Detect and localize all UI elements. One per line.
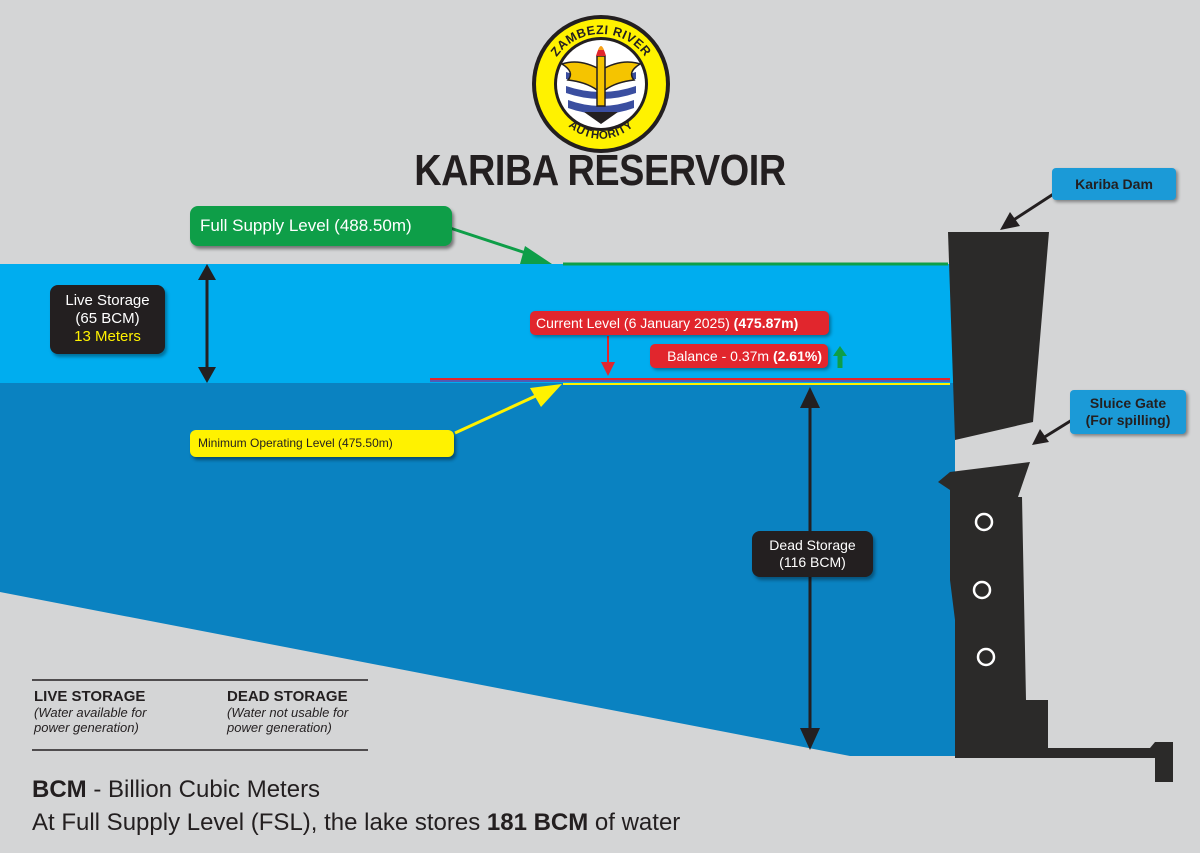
live-storage-depth: 13 Meters: [74, 328, 141, 345]
turbine-intake-2: [972, 580, 992, 600]
page-title: KARIBA RESERVOIR: [414, 146, 786, 195]
footer-capacity-value: 181 BCM: [486, 809, 589, 836]
dam-upper-block: [948, 232, 1049, 440]
full-supply-pointer-head: [520, 246, 552, 264]
eagle-emblem-icon: [560, 46, 642, 124]
footer-capacity-post: of water: [588, 809, 681, 836]
minimum-operating-level-label: Minimum Operating Level (475.50m): [190, 430, 454, 457]
current-level-value: (475.87m): [733, 315, 799, 331]
live-storage-arrow-bottom-head: [198, 367, 216, 383]
footer-capacity-pre: At Full Supply Level (FSL), the lake sto…: [32, 809, 487, 836]
full-supply-level-label: Full Supply Level (488.50m): [190, 206, 452, 246]
minimum-level-pointer-head: [530, 384, 562, 407]
live-storage-volume: (65 BCM): [75, 310, 140, 327]
current-level-pointer-head: [601, 362, 615, 376]
kariba-dam-label: Kariba Dam: [1052, 168, 1176, 200]
current-level-label: Current Level (6 January 2025) (475.87m): [530, 311, 829, 335]
dam-lower-block: [938, 462, 1173, 782]
legend-live-heading: LIVE STORAGE: [34, 688, 146, 705]
live-storage-title: Live Storage: [65, 292, 150, 309]
legend-dead-desc-1: (Water not usable for: [227, 705, 349, 720]
legend-live-desc-2: power generation): [34, 720, 139, 735]
dead-storage-title: Dead Storage: [769, 537, 856, 553]
balance-value: (2.61%): [772, 348, 822, 364]
dam-pointer: [1011, 191, 1056, 223]
footer-capacity-note: At Full Supply Level (FSL), the lake sto…: [32, 809, 680, 837]
legend-dead-heading: DEAD STORAGE: [227, 688, 348, 705]
footer-bcm-abbr: BCM: [32, 776, 87, 803]
sluice-gate-title: Sluice Gate: [1089, 395, 1167, 411]
sluice-pointer-head: [1032, 429, 1049, 445]
footer-bcm-definition: BCM - Billion Cubic Meters: [32, 776, 320, 804]
legend-dead-storage: DEAD STORAGE (Water not usable for power…: [227, 688, 407, 735]
sluice-gate-note: (For spilling): [1085, 412, 1171, 428]
dead-storage-water: [0, 383, 955, 756]
legend-dead-desc-2: power generation): [227, 720, 332, 735]
turbine-intake-1: [974, 512, 994, 532]
footer-bcm-text: - Billion Cubic Meters: [86, 776, 321, 803]
zra-logo: ZAMBEZI RIVER AUTHORITY: [532, 15, 670, 153]
legend-live-storage: LIVE STORAGE (Water available for power …: [34, 688, 214, 735]
dead-storage-arrow-bottom-head: [800, 728, 820, 750]
full-supply-pointer: [449, 226, 536, 258]
balance-label: Balance - 0.37m (2.61%): [650, 344, 828, 368]
legend-live-desc-1: (Water available for: [34, 705, 147, 720]
dead-storage-label: Dead Storage (116 BCM): [752, 531, 873, 577]
live-storage-arrow-top-head: [198, 264, 216, 280]
sluice-pointer: [1042, 418, 1073, 440]
current-level-text: Current Level (6 January 2025): [536, 315, 734, 331]
balance-text: Balance - 0.37m: [667, 348, 773, 364]
dam-pointer-head: [1000, 212, 1020, 230]
sluice-gate-label: Sluice Gate (For spilling): [1070, 390, 1186, 434]
up-arrow-icon: [833, 346, 847, 368]
turbine-intake-3: [976, 647, 996, 667]
minimum-level-pointer: [454, 392, 541, 435]
dead-storage-arrow-top-head: [800, 387, 820, 408]
dead-storage-volume: (116 BCM): [779, 554, 846, 570]
live-storage-label: Live Storage (65 BCM) 13 Meters: [50, 285, 165, 354]
